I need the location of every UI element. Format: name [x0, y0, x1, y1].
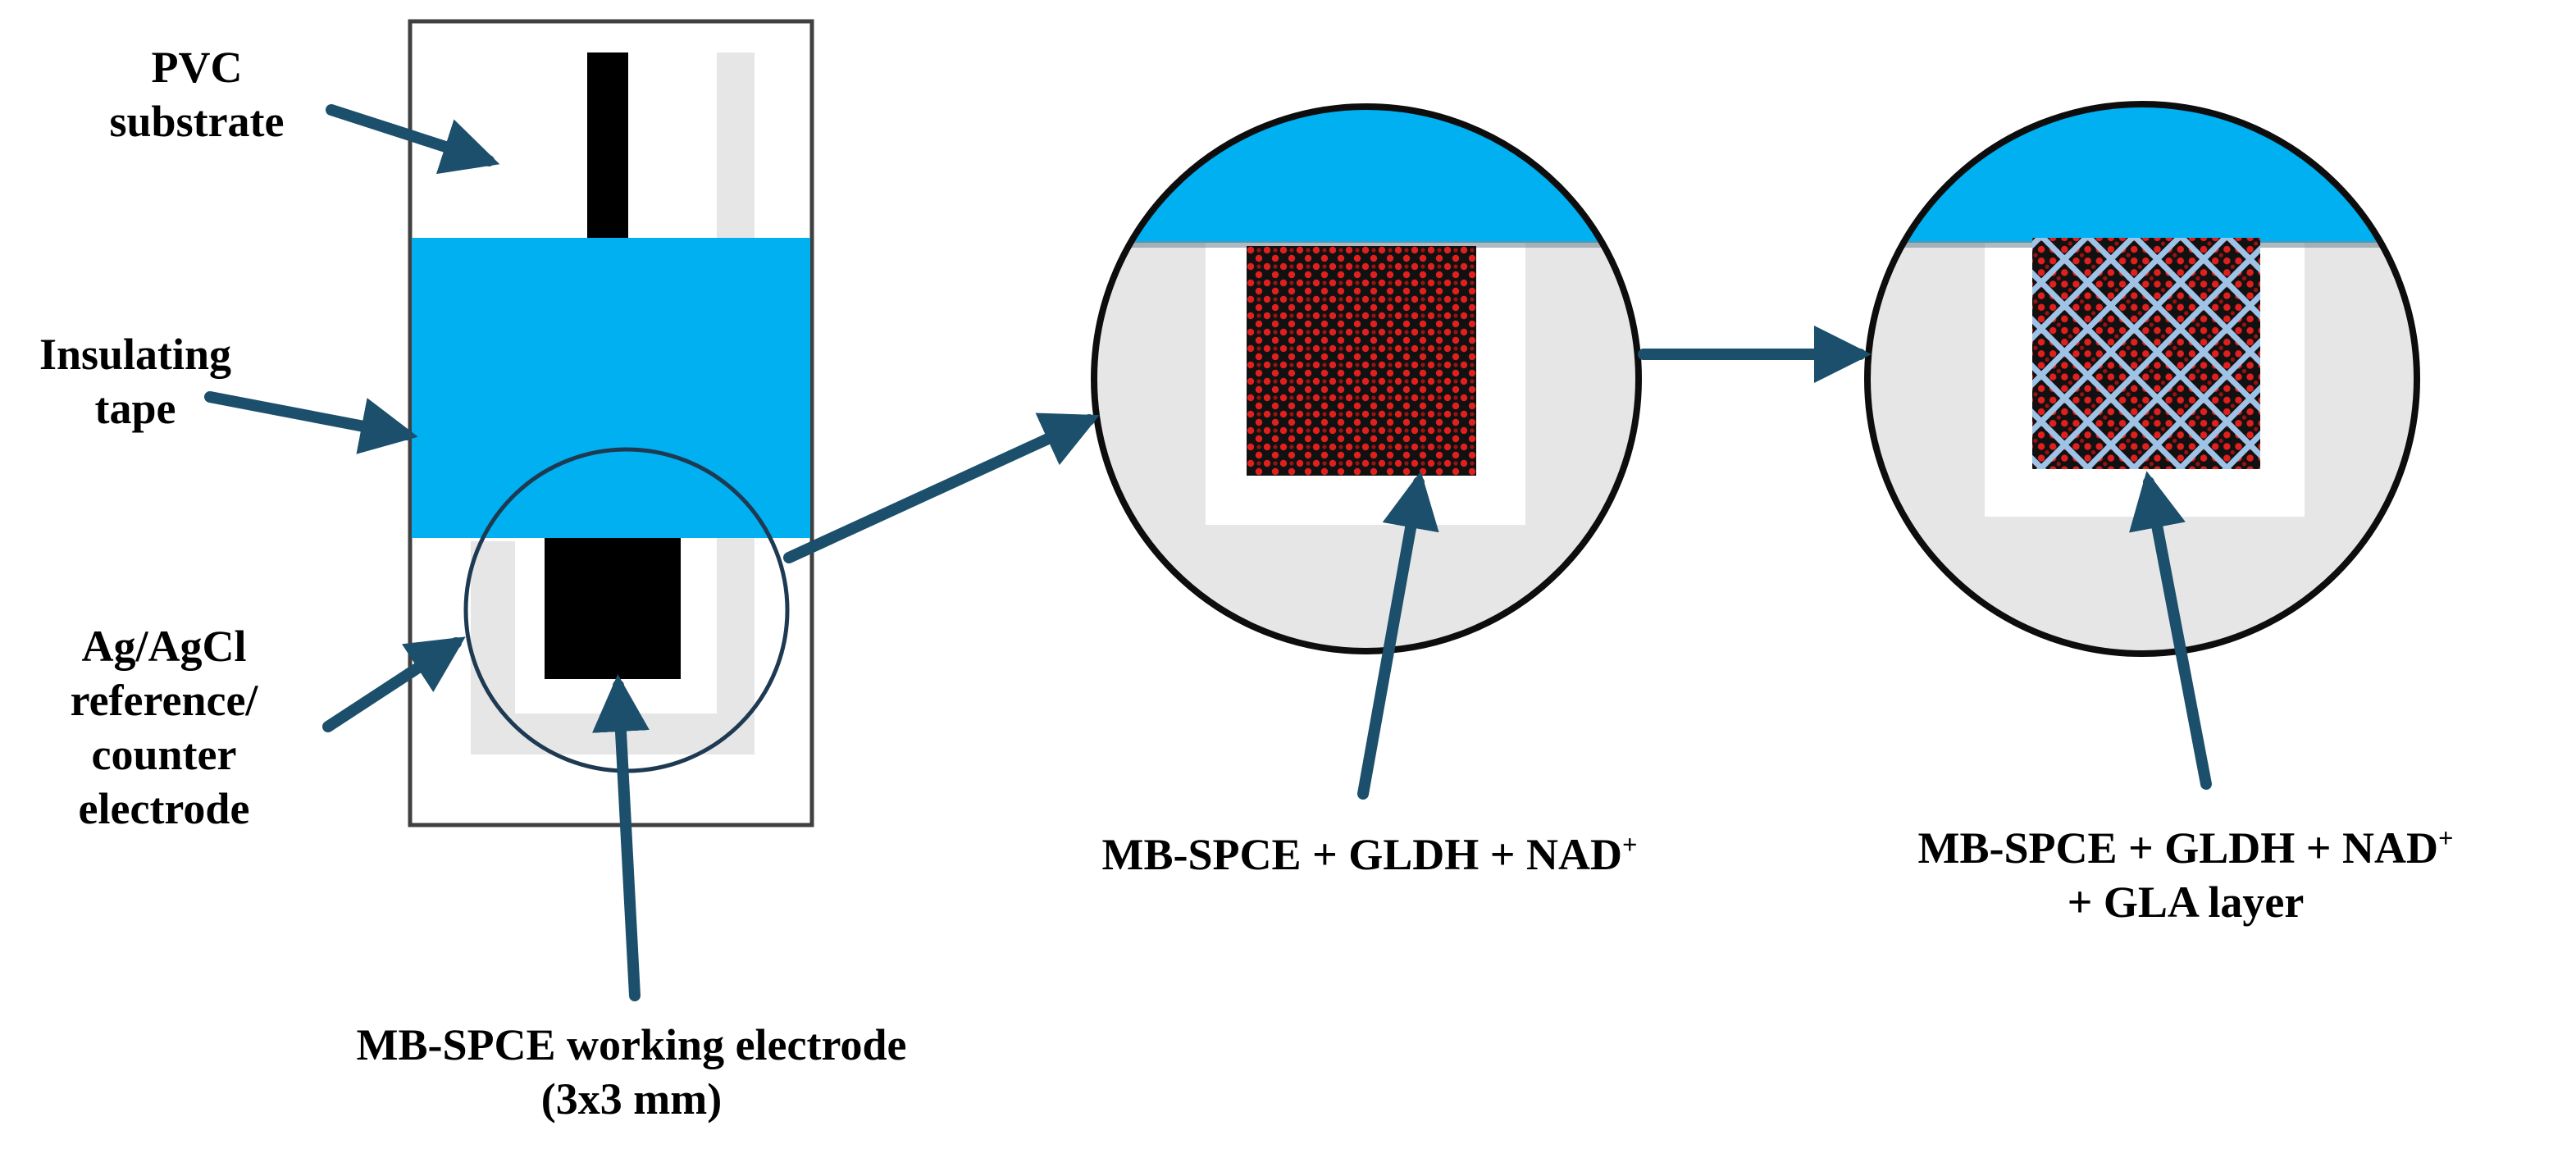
reference-trace-zoom-2 [1867, 243, 2417, 654]
ref-label-line3: counter [91, 729, 237, 779]
pvc-label-line2: substrate [109, 96, 285, 146]
tape-label-line2: tape [94, 383, 176, 433]
pvc-substrate-arrow [326, 104, 500, 175]
working-electrode-label: MB-SPCE working electrode (3x3 mm) [197, 1019, 1066, 1127]
reference-electrode-arrow [322, 636, 466, 732]
insulating-tape-label: Insulating tape [0, 328, 271, 436]
tape-edge-shadow-1 [1094, 241, 1639, 248]
working-electrode-arrow [592, 674, 650, 1001]
step1-sup: + [1622, 831, 1638, 860]
reference-counter-trace [471, 52, 755, 754]
tape-label-line1: Insulating [39, 330, 232, 379]
step1-label: MB-SPCE + GLDH + NAD+ [927, 828, 1812, 882]
electrode-strip [408, 19, 814, 827]
magnified-electrode-1 [1091, 103, 1642, 654]
step1-text: MB-SPCE + GLDH + NAD [1101, 830, 1623, 879]
we-label-line1: MB-SPCE working electrode [356, 1020, 907, 1069]
magnified-electrode-2 [1864, 101, 2420, 657]
step2-sup: + [2438, 824, 2454, 854]
gla-layer-arrow [2129, 471, 2212, 790]
enzyme-layer [1247, 246, 1476, 476]
ref-label-line2: reference/ [70, 675, 258, 725]
magnify-circle-1 [1091, 103, 1642, 654]
enzyme-layer-arrow [1357, 471, 1439, 800]
zoom-arrow-1 [783, 413, 1100, 563]
insulating-tape [412, 238, 810, 538]
step2-label: MB-SPCE + GLDH + NAD+ + GLA layer [1804, 822, 2567, 930]
ref-label-line1: Ag/AgCl [81, 622, 247, 671]
reference-trace-zoom-1 [1094, 243, 1639, 651]
step2-text-line1: MB-SPCE + GLDH + NAD [1917, 823, 2439, 873]
reference-electrode-label: Ag/AgCl reference/ counter electrode [25, 620, 303, 837]
ref-label-line4: electrode [78, 783, 250, 833]
step2-text-line2: + GLA layer [2067, 877, 2305, 927]
working-electrode-track [587, 52, 628, 241]
gla-crosslinked-layer [2032, 238, 2260, 469]
insulating-tape-arrow [204, 391, 418, 454]
working-electrode-pad [545, 538, 681, 679]
pvc-substrate-label: PVC substrate [74, 41, 320, 149]
pvc-label-line1: PVC [151, 43, 243, 92]
we-label-line2: (3x3 mm) [540, 1074, 723, 1124]
